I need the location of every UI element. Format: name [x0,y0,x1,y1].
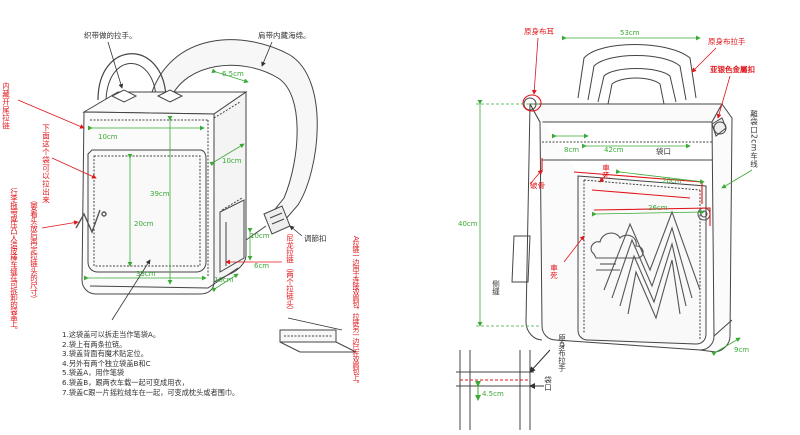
label-pocket-mouth: 袋口 [656,146,671,156]
brand-logo-left [75,209,107,234]
dim-side-lower-2: 6cm [254,262,269,270]
note-item: 7.袋盖C跟一片摇粒绒车在一起，可变成枕头或者围巾。 [62,387,240,397]
label-strap-shoulder: 肩带内藏海绵。 [258,30,311,40]
dim-depth: 9cm [734,346,749,354]
dim-side-depth: 10cm [222,157,242,165]
dim-height-right: 40cm [458,220,478,228]
detached-pen-pocket [279,329,357,353]
tote-handle-inner [587,55,687,101]
label-trolley-note: 行李拖带或压凸人造皮棒车缝在可拆卸的袋盖上。 [9,187,18,334]
dim-front-pocket: 20cm [134,220,154,228]
front-flap-pocket [87,149,207,273]
tote-handle-detail [456,349,551,430]
dim-side-lower-1: 10cm [250,232,270,240]
dim-pocket-wide: 26cm [648,204,668,212]
dim-shoulder-width: 6.5cm [222,70,244,78]
note-item: 4.另外有两个独立袋盖B和C [62,358,151,368]
label-fabric-tab: 原身布耳 [524,26,554,36]
label-detail-handle: 原身布拉手 [557,334,566,373]
dim-height: 39cm [150,190,170,198]
label-fabric-handle: 原身布拉手 [708,36,746,46]
label-strap-top: 织带做的拉手。 [84,30,137,40]
dim-handle-span: 53cm [620,29,640,37]
note-item: 5.袋盖A，用作笔袋 [62,368,125,378]
label-piping: 破骨 [530,180,545,190]
label-detail-mouth: 袋口 [543,375,552,392]
backpack-callout-leaders [17,41,343,331]
dim-bottom-depth: 10cm [214,276,234,284]
backpack-notes-list: 1.这袋盖可以拆走当作笔袋A。 2.袋上有两条拉链。 3.袋盖背面有魔术贴定位。… [62,330,312,397]
label-a-zip: A拉链一边用于连接双肩包，拉链另一边已在双肩包上。 [352,236,360,386]
tote-labels: 原身布耳 原身布拉手 亚银色金屬扣 袋口 破骨 侧缝 車死 車死 離袋口2cm车… [458,26,759,398]
backpack-drawing [75,39,318,295]
tote-top-opening [529,103,723,123]
tote-callout-leaders [529,37,753,263]
label-pocket-note: （要看头放后再定拉链头的尺寸） [29,196,38,303]
label-seam-mid: 車死 [549,263,558,281]
backpack-side [213,91,247,283]
tote-front-pocket [577,175,707,345]
tote-handle-outer [577,44,697,99]
dim-opening: 42cm [604,146,624,154]
label-side-gusset: 侧缝 [491,279,500,297]
backpack-vertical-notes: 内藏开尾拉链 下面这个袋可以拉出来 （要看头放后再定拉链头的尺寸） 行李拖带或压… [1,81,360,387]
backpack-dimension-lines [84,68,253,293]
tote-bag-drawing [511,44,733,353]
label-buckle: 调節扣 [304,233,327,243]
label-nylon-zip: 尼龙拉链（两个拉链头） [285,234,294,315]
dim-width: 33cm [136,270,156,278]
backpack-labels: 织带做的拉手。 肩带内藏海绵。 调節扣 6.5cm 10cm 10cm 39cm… [84,30,327,284]
label-seam-top: 車死 [601,163,610,181]
dim-pocket-top: 20cm [662,177,682,185]
label-zip-side: 離袋口2cm车线 [749,109,758,168]
label-metal-ring: 亚银色金屬扣 [710,64,755,74]
note-item: 2.袋上有两条拉链。 [62,339,127,349]
note-item: 3.袋盖背面有魔术贴定位。 [62,349,148,359]
label-pocket-pull: 下面这个袋可以拉出来 [41,124,50,205]
dim-top-pocket: 10cm [98,133,118,141]
shoulder-strap [149,39,318,229]
label-side-zip: 内藏开尾拉链 [1,81,10,131]
note-item: 1.这袋盖可以拆走当作笔袋A。 [62,330,161,339]
dim-detail-height: 4.5cm [482,390,504,398]
tote-dimension-lines [476,35,741,357]
top-handle [97,53,167,101]
tote-metal-ring-right [713,121,727,135]
dim-top-margin: 8cm [564,146,579,154]
note-item: 6.袋盖B，跟两衣车载一起可变成用衣， [62,377,189,387]
